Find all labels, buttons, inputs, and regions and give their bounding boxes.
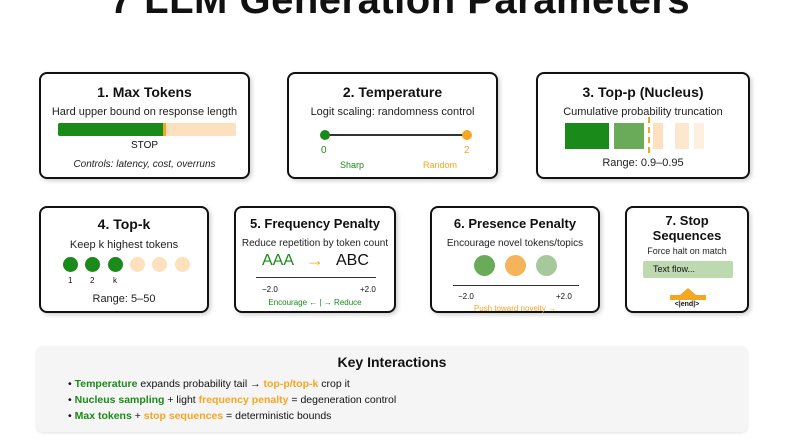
penalty-max: +2.0 [556,292,572,301]
dot-label: 1 [68,276,73,285]
card-top-k: 4. Top-k Keep k highest tokens 1 2 k Ran… [39,206,209,313]
penalty-caption: Push toward novelty → [473,304,557,313]
card-title: 4. Top-k [97,216,151,232]
sharp-label: Sharp [340,160,365,170]
card-title-line1: 7. Stop [665,213,709,228]
card-title: 6. Presence Penalty [453,216,577,231]
card-presence-penalty: 6. Presence Penalty Encourage novel toke… [430,206,600,313]
term-frequency-penalty: frequency penalty [198,394,289,406]
stop-bar [670,295,706,300]
card-title: 3. Top-p (Nucleus) [582,84,704,100]
key-text: = deterministic bounds [223,410,332,422]
card-title: 1. Max Tokens [97,84,192,100]
key-interaction-line: • Temperature expands probability tail →… [68,378,350,390]
key-interactions-panel: Key Interactions • Temperature expands p… [37,346,747,432]
topic-dot [536,255,557,276]
card-footer: Controls: latency, cost, overruns [73,159,216,170]
card-title: 2. Temperature [342,84,443,100]
penalty-caption: Encourage ← | → Reduce [268,298,362,307]
temperature-max-value: 2 [464,145,470,156]
key-text: = degeneration control [288,394,397,406]
text-flow-label: Text flow... [653,264,696,274]
page-title: 7 LLM Generation Parameters [109,0,691,22]
text-flow-box: Text flow... [643,261,733,278]
stop-triangle-icon [680,288,696,295]
arrow-icon: → [306,250,324,270]
card-subtitle: Encourage novel tokens/topics [446,238,584,249]
token-dot-dropped [130,257,145,272]
bullet: • [68,378,72,390]
token-dot-kept [63,257,78,272]
topic-dot [505,255,526,276]
bullet: • [68,394,72,406]
token-dot-kept [85,257,100,272]
penalty-min: −2.0 [458,292,474,301]
card-temperature: 2. Temperature Logit scaling: randomness… [287,72,498,179]
key-text: + [131,410,144,422]
card-title: 5. Frequency Penalty [249,216,381,231]
prob-block [675,123,689,149]
stop-label: STOP [130,140,159,151]
temperature-max-dot [462,130,472,140]
penalty-axis [453,285,579,286]
key-text: crop it [318,378,350,390]
nucleus-cutoff [648,117,650,153]
prob-block [653,123,663,149]
top-p-range: Range: 0.9–0.95 [602,157,684,169]
term-nucleus-sampling: Nucleus sampling [74,394,165,406]
temperature-min-value: 0 [321,145,327,156]
token-dot-dropped [152,257,167,272]
term-top-p-top-k: top-p/top-k [263,378,319,390]
topic-dot [474,255,495,276]
card-max-tokens: 1. Max Tokens Hard upper bound on respon… [39,72,250,179]
prob-block [614,123,644,149]
random-label: Random [423,160,458,170]
token-bar [58,123,236,136]
token-bar-limit [163,123,166,136]
key-interaction-line: • Max tokens + stop sequences = determin… [68,410,331,422]
dot-label: k [113,276,117,285]
penalty-axis [256,277,376,278]
varied-text: ABC [336,252,369,269]
end-token: <|end|> [674,301,700,308]
card-subtitle: Logit scaling: randomness control [310,106,475,118]
temperature-scale [325,134,467,136]
top-k-range: Range: 5–50 [92,293,156,305]
token-dot-dropped [175,257,190,272]
prob-block [565,123,609,149]
penalty-max: +2.0 [360,285,376,294]
card-subtitle: Hard upper bound on response length [51,106,238,118]
term-max-tokens: Max tokens [74,410,132,422]
card-frequency-penalty: 5. Frequency Penalty Reduce repetition b… [234,206,396,313]
repeated-text: AAA [262,252,295,269]
card-subtitle: Force halt on match [647,246,727,256]
penalty-min: −2.0 [262,285,278,294]
card-subtitle: Reduce repetition by token count [241,238,389,249]
key-interactions-title: Key Interactions [337,354,447,370]
card-subtitle: Cumulative probability truncation [563,106,723,118]
card-top-p: 3. Top-p (Nucleus) Cumulative probabilit… [536,72,750,179]
bullet: • [68,410,72,422]
term-stop-sequences: stop sequences [143,410,224,422]
card-title-line2: Sequences [652,228,722,243]
token-dot-kept [108,257,123,272]
key-interaction-line: • Nucleus sampling + light frequency pen… [68,394,396,406]
dot-label: 2 [90,276,95,285]
key-text: + light [164,394,199,406]
card-subtitle: Keep k highest tokens [69,239,179,251]
temperature-min-dot [320,130,330,140]
key-text: expands probability tail → [137,378,264,390]
card-stop-sequences: 7. Stop Sequences Force halt on match Te… [625,206,749,313]
prob-block [694,123,704,149]
term-temperature: Temperature [74,378,138,390]
token-bar-used [58,123,163,136]
